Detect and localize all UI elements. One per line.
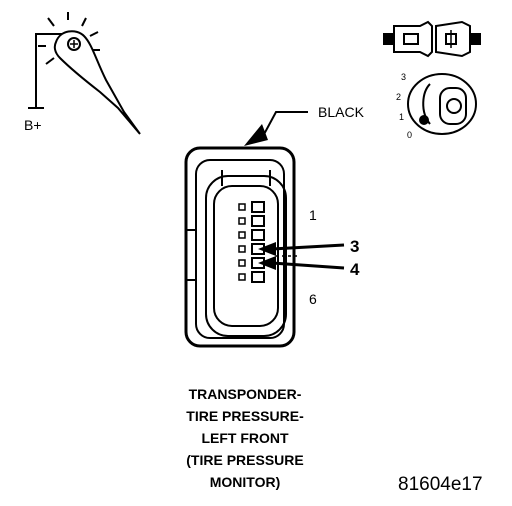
pin-3-callout-line xyxy=(271,243,345,251)
black-leader-arrow xyxy=(244,124,268,146)
caption-line-3: LEFT FRONT xyxy=(201,430,289,446)
connector-pin xyxy=(238,271,265,283)
connector-pin xyxy=(238,229,265,241)
ignition-switch-icon xyxy=(407,73,477,135)
connector-pins xyxy=(238,201,265,283)
figure-id: 81604e17 xyxy=(398,474,483,495)
black-leader-line xyxy=(261,111,308,139)
caption-line-2: TIRE PRESSURE- xyxy=(186,408,304,424)
pin-3-callout-label: 3 xyxy=(350,237,359,256)
pin-4-callout-label: 4 xyxy=(350,260,360,279)
component-caption: TRANSPONDER- TIRE PRESSURE- LEFT FRONT (… xyxy=(140,383,350,493)
pin-3-callout-arrow xyxy=(258,242,276,256)
caption-line-4: (TIRE PRESSURE xyxy=(186,452,304,468)
pin-4-callout-line xyxy=(271,261,345,270)
ignition-pos-1: 1 xyxy=(399,112,404,122)
pin-1-label: 1 xyxy=(309,207,317,223)
pin-4-callout-arrow xyxy=(258,256,276,270)
connector-color-label: BLACK xyxy=(318,104,365,120)
connector-halves-icon xyxy=(383,20,481,58)
caption-line-5: MONITOR) xyxy=(209,474,281,490)
pin-6-label: 6 xyxy=(309,291,317,307)
connector-pin xyxy=(238,215,265,227)
ignition-pos-0: 0 xyxy=(407,130,412,140)
connector-pin xyxy=(238,201,265,213)
test-light-probe xyxy=(28,12,141,135)
ignition-pos-3: 3 xyxy=(401,72,406,82)
ignition-pos-2: 2 xyxy=(396,92,401,102)
bplus-label: B+ xyxy=(24,117,42,133)
caption-line-1: TRANSPONDER- xyxy=(188,386,302,402)
